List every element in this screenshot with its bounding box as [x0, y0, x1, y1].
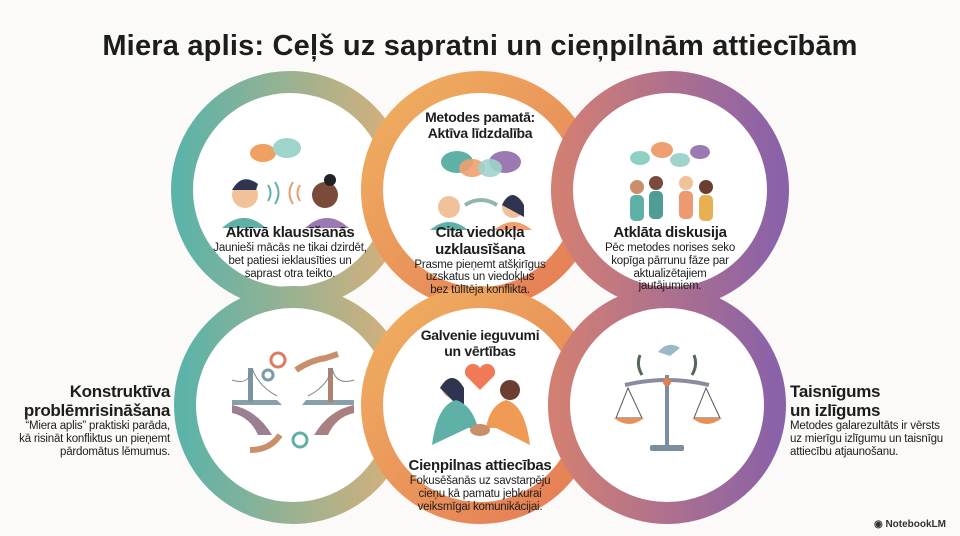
- listening-illustration: [222, 138, 349, 228]
- handshake-illustration: [432, 363, 530, 445]
- card-body: kā risināt konfliktus un pieņemt: [19, 432, 170, 445]
- methods-label: Metodes pamatā: Aktīva līdzdalība: [420, 109, 540, 141]
- card-title: Cita viedokļa uzklausīšana: [435, 224, 525, 258]
- bridge-illustration: [231, 351, 355, 453]
- card-title: Atklāta diskusija: [613, 224, 727, 241]
- card-body: bet patiesi ieklausīties un: [228, 254, 352, 267]
- notebook-icon: ◉: [873, 519, 886, 530]
- methods-label-line-1: Metodes pamatā:: [425, 109, 535, 125]
- card-problem-solving: Konstruktīva problēmrisināšana “Miera ap…: [0, 382, 170, 459]
- card-body: jautājumiem.: [638, 280, 702, 293]
- card-body: aktualizētajiem: [633, 267, 707, 280]
- card-title: problēmrisināšana: [23, 401, 170, 421]
- card-body: Jaunieši mācās ne tikai dzirdēt,: [213, 241, 367, 254]
- benefits-label: Galvenie ieguvumi un vērtības: [420, 327, 540, 359]
- card-body: Metodes galarezultāts ir vērsts: [790, 420, 940, 433]
- brand-watermark: ◉ NotebookLM: [874, 519, 946, 530]
- card-body: Prasme pieņemt atšķirīgus: [414, 258, 546, 271]
- card-body: pārdomātus lēmumus.: [60, 445, 170, 458]
- brand-label: NotebookLM: [885, 519, 946, 530]
- viewpoint-illustration: [430, 151, 532, 230]
- card-title: Taisnīgums: [790, 382, 881, 401]
- card-body: saprast otra teikto.: [244, 267, 336, 280]
- card-respectful-relations: Cieņpilnas attiecības Fokusēšanās uz sav…: [395, 457, 565, 513]
- card-open-discussion: Atklāta diskusija Pēc metodes norises se…: [585, 224, 755, 293]
- card-body: Pēc metodes norises seko: [604, 241, 736, 254]
- card-title: Konstruktīva: [69, 382, 171, 401]
- card-active-listening: Aktīvā klausīšanās Jaunieši mācās ne tik…: [205, 224, 375, 280]
- card-title: Cieņpilnas attiecības: [408, 457, 552, 474]
- card-body: “Miera aplis” praktiski parāda,: [25, 420, 170, 433]
- card-body: Fokusēšanās uz savstarpēju: [409, 474, 551, 487]
- card-title: Aktīvā klausīšanās: [225, 224, 355, 241]
- card-other-viewpoint: Cita viedokļa uzklausīšana Prasme pieņem…: [390, 224, 570, 297]
- card-justice-reconciliation: Taisnīgums un izlīgums Metodes galarezul…: [790, 382, 960, 459]
- card-body: cieņu kā pamatu jebkurai: [418, 487, 542, 500]
- card-body: kopīga pārrunu fāze par: [611, 254, 729, 267]
- card-body: veiksmīgai komunikācijai.: [417, 500, 543, 513]
- card-body: uzskatus un viedokļus: [425, 271, 535, 284]
- card-body: uz mierīgu izlīgumu un taisnīgu: [790, 432, 943, 445]
- justice-illustration: [614, 344, 722, 451]
- card-title: un izlīgums: [790, 401, 881, 421]
- card-body: bez tūlītēja konflikta.: [430, 284, 530, 297]
- benefits-label-line-2: un vērtības: [444, 342, 516, 359]
- page-title: Miera aplis: Ceļš uz sapratni un cieņpil…: [102, 30, 858, 62]
- methods-label-line-2: Aktīva līdzdalība: [427, 124, 533, 141]
- benefits-label-line-1: Galvenie ieguvumi: [420, 327, 540, 343]
- discussion-illustration: [630, 142, 713, 221]
- card-body: attiecību atjaunošanu.: [790, 445, 899, 458]
